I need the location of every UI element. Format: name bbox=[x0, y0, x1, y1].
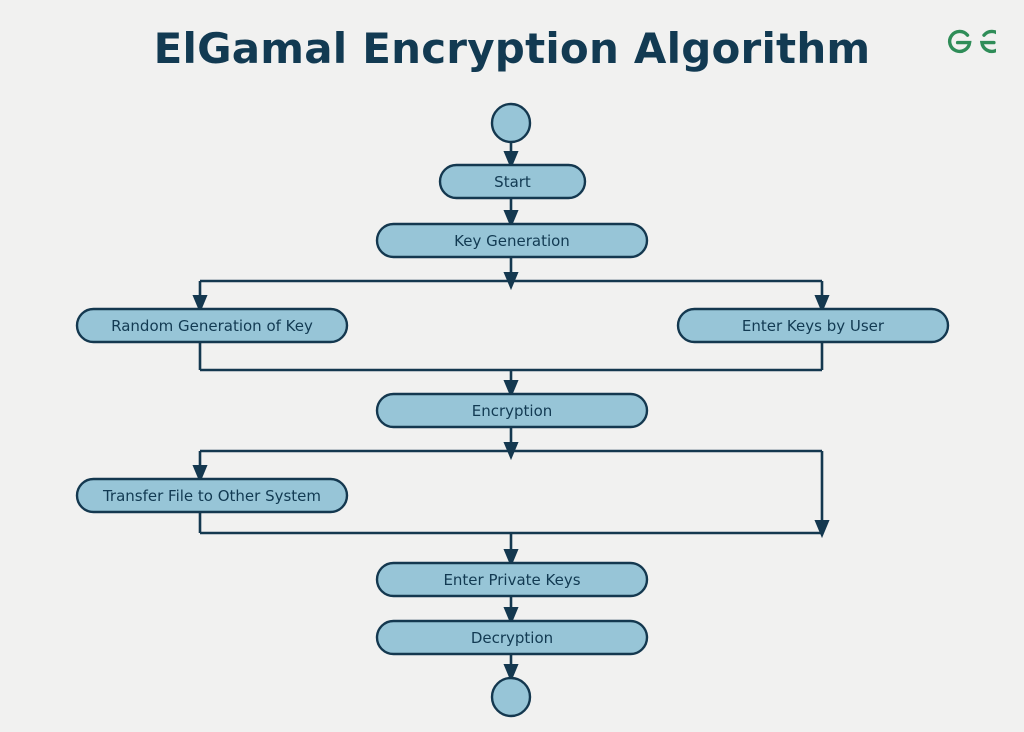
node-transfer-file-to-other-system[interactable] bbox=[75, 477, 349, 514]
node-enter-private-keys[interactable] bbox=[375, 561, 649, 598]
page-title: ElGamal Encryption Algorithm bbox=[153, 24, 871, 73]
node-decryption[interactable] bbox=[375, 619, 649, 656]
node-enter-keys-by-user[interactable] bbox=[676, 307, 950, 344]
node-start-terminator[interactable] bbox=[490, 102, 532, 144]
node-key-generation[interactable] bbox=[375, 222, 649, 259]
node-end-terminator[interactable] bbox=[490, 676, 532, 718]
node-start[interactable] bbox=[438, 163, 587, 200]
node-encryption[interactable] bbox=[375, 392, 649, 429]
node-random-generation-of-key[interactable] bbox=[75, 307, 349, 344]
